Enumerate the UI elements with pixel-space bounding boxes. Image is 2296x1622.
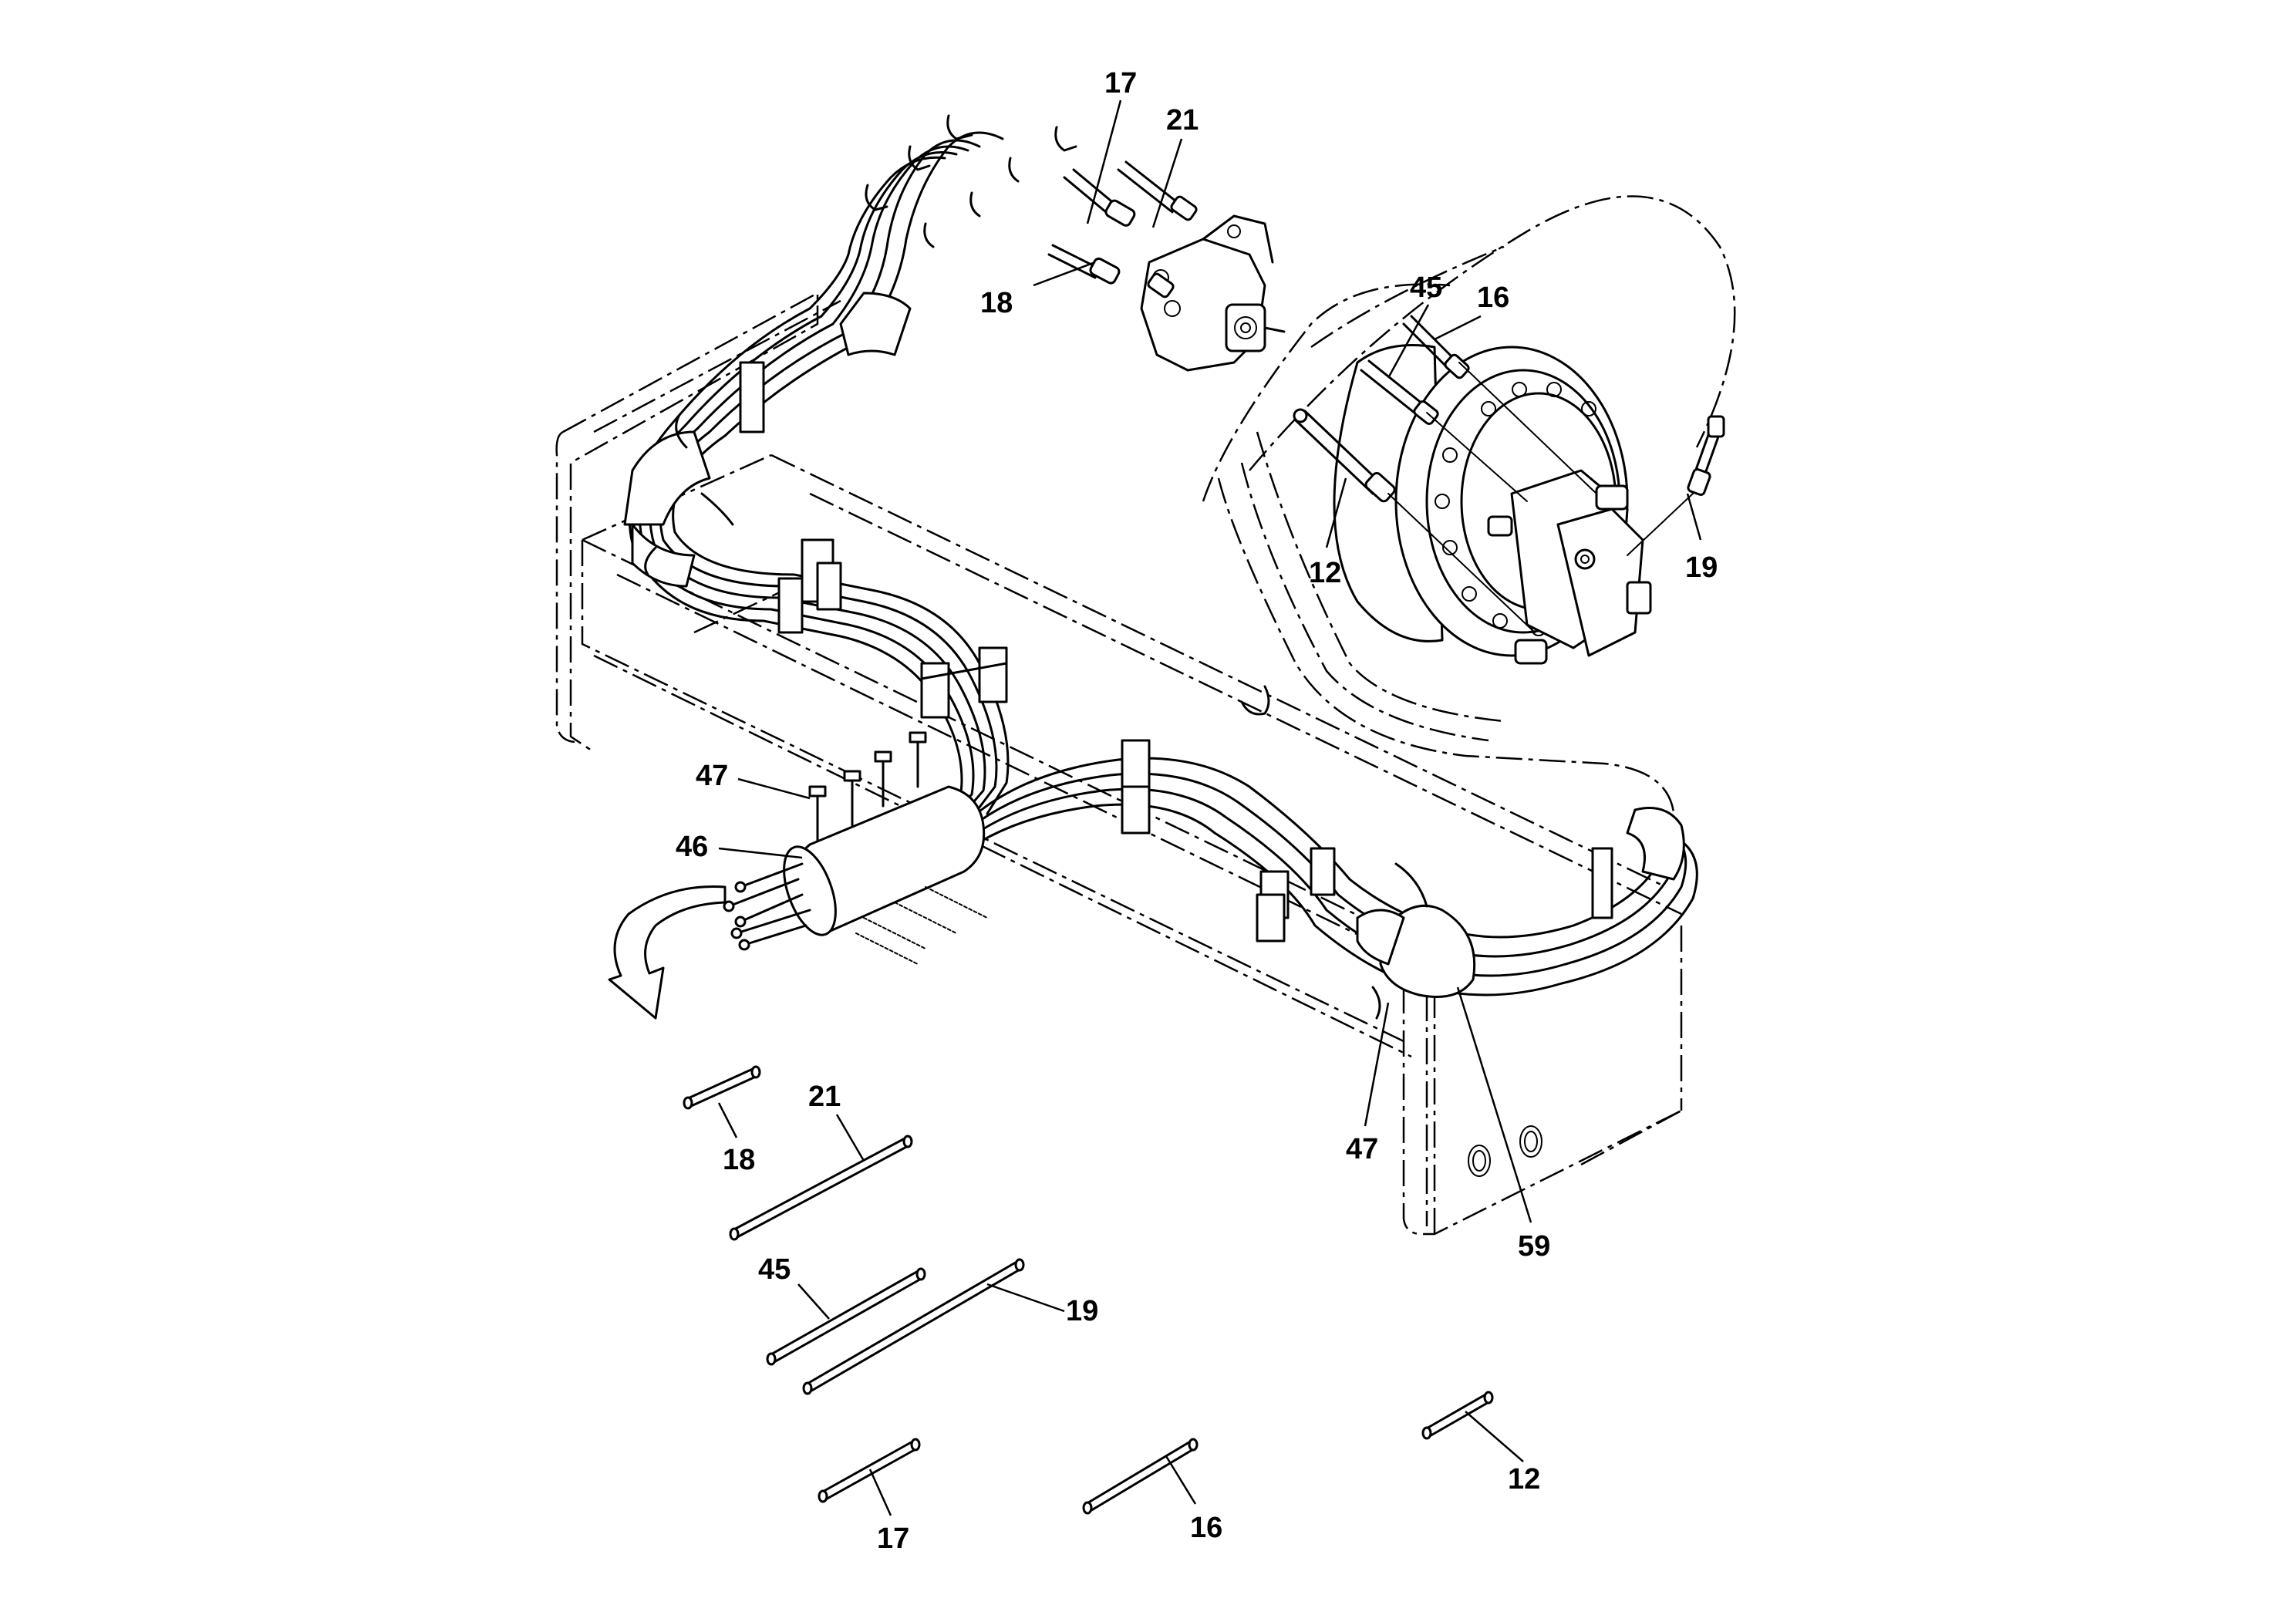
cable-ties-top: [644, 114, 1428, 1020]
motor-envelope-phantom: [1202, 195, 1736, 834]
callout-12-bottom: 12: [1508, 1463, 1540, 1496]
callout-17-bottom: 17: [877, 1523, 909, 1555]
leader-lines: [717, 99, 1702, 1516]
callout-21-bottom: 21: [808, 1081, 841, 1113]
pump-fittings: [1047, 160, 1198, 298]
callout-16-bottom: 16: [1190, 1512, 1222, 1544]
callout-21-top: 21: [1166, 104, 1199, 137]
hose-part-45: [766, 1267, 926, 1366]
hose-part-19: [802, 1258, 1025, 1395]
callout-18-bottom: 18: [723, 1144, 755, 1176]
hose-part-21: [729, 1135, 913, 1241]
motor-hoses: [1293, 315, 1725, 633]
loose-hose-parts: [683, 1065, 1494, 1515]
screws-47: [808, 731, 927, 842]
callout-19-top: 19: [1685, 551, 1718, 584]
callout-16-top: 16: [1477, 282, 1509, 314]
hose-part-12: [1421, 1391, 1494, 1440]
callout-17-top: 17: [1104, 67, 1137, 99]
hose-part-17: [818, 1438, 921, 1503]
hose-clamps: [739, 361, 1613, 943]
hose-sleeve-46: [723, 785, 988, 965]
hydraulic-pump: [1140, 214, 1286, 372]
callout-19-bottom: 19: [1066, 1295, 1098, 1327]
hose-bundle: [623, 131, 1010, 819]
callout-18-top: 18: [980, 287, 1013, 319]
callout-47-right: 47: [1346, 1133, 1378, 1165]
travel-motor: [1333, 344, 1652, 665]
hose-bundle-lower: [947, 757, 1698, 998]
callout-12-top: 12: [1309, 557, 1341, 589]
hose-part-16: [1082, 1438, 1199, 1515]
detail-arrow: [608, 885, 727, 1020]
callout-59: 59: [1518, 1230, 1550, 1263]
callout-47-left: 47: [696, 760, 728, 792]
callout-45-bottom: 45: [758, 1253, 791, 1286]
hose-part-18: [683, 1065, 761, 1110]
callout-45-top: 45: [1410, 271, 1442, 304]
callout-46: 46: [676, 831, 708, 863]
callout-labels: 17 21 18 45 16 12 19 47 46 47 59 18 21 4…: [676, 67, 1718, 1555]
